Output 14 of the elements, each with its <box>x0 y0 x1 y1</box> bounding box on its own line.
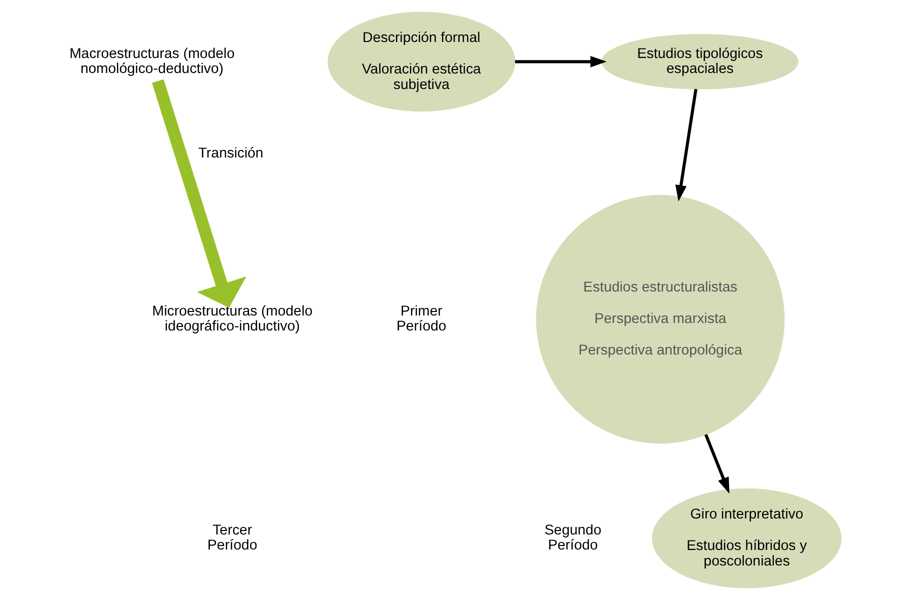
node-text: Macroestructuras (modelo nomológico-deductivo) <box>69 46 235 78</box>
node-ellipse: Descripción formal Valoración estética subjetiva <box>328 12 516 112</box>
arrow <box>675 88 698 202</box>
node-circle: Estudios estructuralistas Perspectiva marxista Perspectiva antropológica <box>536 195 785 444</box>
label: Segundo Período <box>544 522 602 554</box>
arrow <box>152 79 246 308</box>
node-text: Microestructuras (modelo ideográfico-inductivo) <box>152 303 313 335</box>
node-ellipse: Giro interpretativo Estudios híbridos y poscoloniales <box>652 488 842 588</box>
node-ellipse: Estudios tipológicos espaciales <box>602 34 798 90</box>
label: Tercer Período <box>207 522 258 554</box>
edge-label: Transición <box>198 146 264 162</box>
label: Primer Período <box>396 303 446 335</box>
arrow <box>515 56 607 68</box>
arrow <box>704 434 730 494</box>
